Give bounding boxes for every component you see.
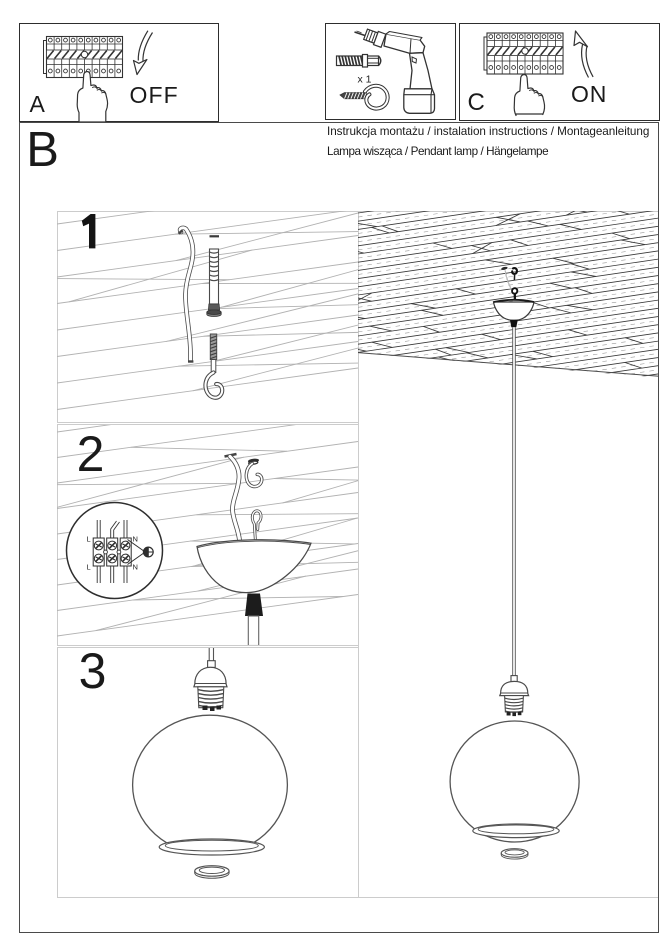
svg-text:L: L — [87, 563, 91, 572]
svg-text:L: L — [87, 535, 91, 544]
svg-text:x 1: x 1 — [357, 73, 371, 85]
svg-text:N: N — [133, 563, 138, 572]
svg-text:N: N — [133, 535, 138, 544]
